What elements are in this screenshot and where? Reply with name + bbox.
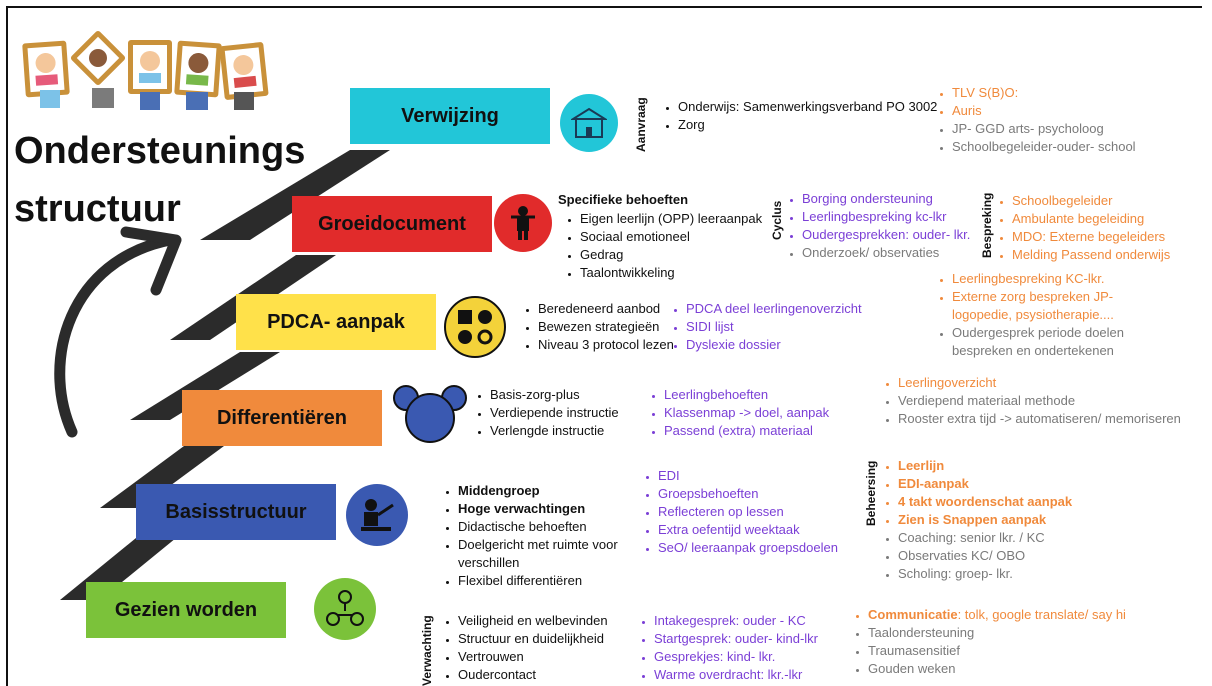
- list-item: Externe zorg bespreken JP- logopedie, ps…: [952, 288, 1152, 324]
- label-aanvraag: Aanvraag: [634, 97, 648, 152]
- list-item: Taalontwikkeling: [580, 264, 820, 282]
- list-item: Passend (extra) materiaal: [664, 422, 884, 440]
- list-item: Zorg: [678, 116, 938, 134]
- list-item: Middengroep: [458, 482, 658, 500]
- list-item: Oudergesprek periode doelen bespreken en…: [952, 324, 1152, 360]
- list-item: Reflecteren op lessen: [658, 503, 878, 521]
- list-item: Gedrag: [580, 246, 820, 264]
- list-item: TLV S(B)O:: [952, 84, 1212, 102]
- list-item: Verlengde instructie: [490, 422, 660, 440]
- list-item: Observaties KC/ OBO: [898, 547, 1138, 565]
- list-item: Niveau 3 protocol lezen: [538, 336, 688, 354]
- list-item: Coaching: senior lkr. / KC: [898, 529, 1138, 547]
- list-item: Onderzoek/ observaties: [802, 244, 1002, 262]
- list-item: Taalondersteuning: [868, 624, 1208, 642]
- group-icon: [392, 384, 472, 444]
- step-basisstructuur: Basisstructuur: [136, 484, 336, 540]
- list-item: Doelgericht met ruimte voor verschillen: [458, 536, 658, 572]
- list-item: Leerlingbespreking KC-lkr.: [952, 270, 1152, 288]
- label-cyclus: Cyclus: [770, 200, 784, 240]
- list-item: Warme overdracht: lkr.-lkr: [654, 666, 854, 684]
- pdca-cycle-icon: [444, 296, 506, 358]
- list-item: Extra oefentijd weektaak: [658, 521, 878, 539]
- list-item: Communicatie: tolk, google translate/ sa…: [868, 606, 1208, 624]
- list-item: Vertrouwen: [458, 648, 648, 666]
- list-item: Intakegesprek: ouder - KC: [654, 612, 854, 630]
- page-title-line1: Ondersteunings: [14, 130, 306, 172]
- list-item: Basis-zorg-plus: [490, 386, 660, 404]
- communicatie-label: Communicatie: [868, 607, 958, 622]
- list-item: Startgesprek: ouder- kind-lkr: [654, 630, 854, 648]
- list-item: Leerlijn: [898, 457, 1138, 475]
- list-item: Rooster extra tijd -> automatiseren/ mem…: [898, 410, 1212, 428]
- list-item: Ambulante begeleiding: [1012, 210, 1212, 228]
- list-item: Melding Passend onderwijs: [1012, 246, 1212, 264]
- list-item: SeO/ leeraanpak groepsdoelen: [658, 539, 878, 557]
- list-item: Structuur en duidelijkheid: [458, 630, 648, 648]
- heading-specifieke-behoeften: Specifieke behoeften: [558, 192, 689, 207]
- page-frame: [6, 6, 1202, 686]
- step-pdca: PDCA- aanpak: [236, 294, 436, 350]
- people-network-icon: [314, 578, 376, 640]
- step-verwijzing: Verwijzing: [350, 88, 550, 144]
- list-item: Eigen leerlijn (OPP) leeraanpak: [580, 210, 820, 228]
- list-item: Borging ondersteuning: [802, 190, 1002, 208]
- label-verwachting: Verwachting: [420, 615, 434, 686]
- communicatie-detail: : tolk, google translate/ say hi: [957, 607, 1126, 622]
- list-item: Gesprekjes: kind- lkr.: [654, 648, 854, 666]
- list-item: EDI: [658, 467, 878, 485]
- list-item: Leerlingbespreking kc-lkr: [802, 208, 1002, 226]
- list-item: Beredeneerd aanbod: [538, 300, 688, 318]
- list-item: Schoolbegeleider-ouder- school: [952, 138, 1212, 156]
- label-bespreking: Bespreking: [980, 192, 994, 258]
- teacher-icon: [346, 484, 408, 546]
- list-item: Klassenmap -> doel, aanpak: [664, 404, 884, 422]
- list-item: Onderwijs: Samenwerkingsverband PO 3002: [678, 98, 938, 116]
- list-item: Groepsbehoeften: [658, 485, 878, 503]
- school-icon: [560, 94, 618, 152]
- list-item: Oudercontact: [458, 666, 648, 684]
- list-item: SIDI lijst: [686, 318, 916, 336]
- list-item: Veiligheid en welbevinden: [458, 612, 648, 630]
- list-item: 4 takt woordenschat aanpak: [898, 493, 1138, 511]
- label-beheersing: Beheersing: [864, 460, 878, 526]
- list-item: Sociaal emotioneel: [580, 228, 820, 246]
- list-item: EDI-aanpak: [898, 475, 1138, 493]
- page-title-line2: structuur: [14, 188, 181, 230]
- list-item: Leerlingoverzicht: [898, 374, 1212, 392]
- list-item: Hoge verwachtingen: [458, 500, 658, 518]
- list-item: Schoolbegeleider: [1012, 192, 1212, 210]
- list-item: Traumasensitief: [868, 642, 1208, 660]
- list-item: Flexibel differentiëren: [458, 572, 658, 590]
- list-item: Bewezen strategieën: [538, 318, 688, 336]
- step-differentieren: Differentiëren: [182, 390, 382, 446]
- child-icon: [494, 194, 552, 252]
- list-item: Didactische behoeften: [458, 518, 658, 536]
- step-gezien-worden: Gezien worden: [86, 582, 286, 638]
- list-item: Oudergesprekken: ouder- lkr.: [802, 226, 1002, 244]
- list-item: PDCA deel leerlingenoverzicht: [686, 300, 916, 318]
- list-item: Verdiepende instructie: [490, 404, 660, 422]
- list-item: Gouden weken: [868, 660, 1208, 678]
- list-item: Verdiepend materiaal methode: [898, 392, 1212, 410]
- list-item: Zien is Snappen aanpak: [898, 511, 1138, 529]
- list-item: Leerlingbehoeften: [664, 386, 884, 404]
- step-groeidocument: Groeidocument: [292, 196, 492, 252]
- list-item: Scholing: groep- lkr.: [898, 565, 1138, 583]
- list-item: JP- GGD arts- psycholoog: [952, 120, 1212, 138]
- list-item: MDO: Externe begeleiders: [1012, 228, 1212, 246]
- list-item: Auris: [952, 102, 1212, 120]
- list-item: Dyslexie dossier: [686, 336, 916, 354]
